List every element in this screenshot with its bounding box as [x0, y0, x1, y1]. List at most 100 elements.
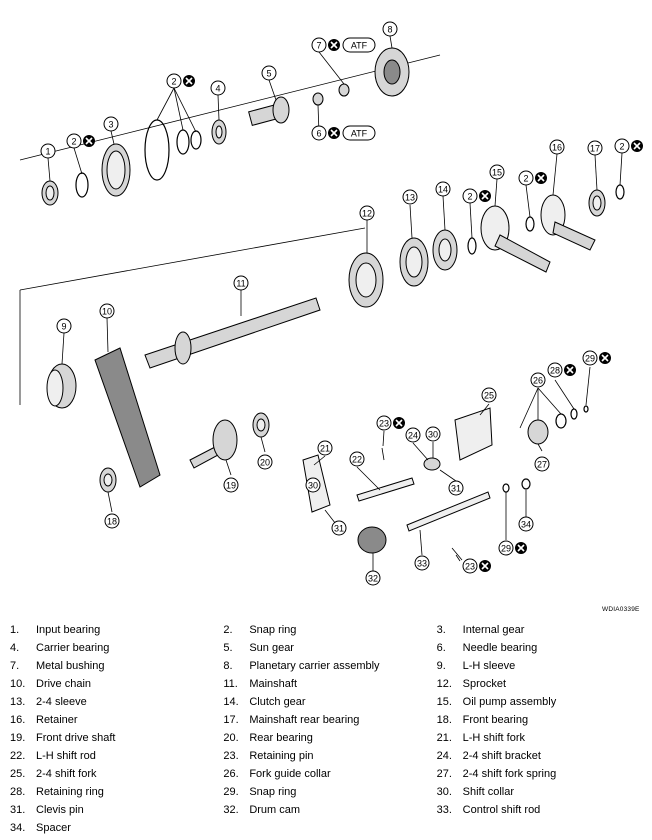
x-mark-icon — [481, 562, 489, 570]
legend-part-name: Snap ring — [249, 786, 297, 798]
legend-number: 4. — [10, 642, 20, 654]
control-shift-rod-part — [406, 491, 491, 532]
callout-circle — [462, 558, 478, 574]
sprocket-part — [348, 252, 384, 308]
callout-number: 23 — [465, 562, 475, 572]
callout-19: 19 — [223, 477, 239, 493]
legend-item: 17.Mainshaft rear bearing — [223, 714, 436, 726]
callout-circle — [518, 170, 534, 186]
callout-number: 1 — [45, 147, 50, 157]
callout-24: 24 — [405, 427, 421, 443]
legend-number: 7. — [10, 660, 20, 672]
legend-item: 12.Sprocket — [437, 678, 650, 690]
2-4-sleeve-part — [399, 237, 429, 287]
legend-number: 10. — [10, 678, 26, 690]
drum-cam-part — [357, 526, 387, 554]
l-h-shift-rod-part — [356, 477, 415, 502]
legend-number: 30. — [436, 786, 452, 798]
callout-number: 18 — [107, 517, 117, 527]
callout-number: 2 — [71, 137, 76, 147]
callout-circle — [534, 456, 550, 472]
callout-circle — [359, 205, 375, 221]
legend-item: 21.L-H shift fork — [437, 732, 650, 744]
callout-27: 27 — [534, 456, 550, 472]
legend-number: 24. — [436, 750, 452, 762]
callout-circle — [382, 21, 398, 37]
callout-14: 14 — [435, 181, 451, 197]
internal-gear-part — [101, 143, 131, 197]
callout-number: 11 — [236, 279, 245, 289]
callout-number: 3 — [108, 120, 113, 130]
callout-number: 21 — [320, 444, 330, 454]
callout-circle — [66, 133, 82, 149]
callout-23: 23 — [462, 558, 491, 574]
legend-part-name: Spacer — [36, 822, 71, 834]
legend-number: 21. — [436, 732, 452, 744]
legend-number: 20. — [223, 732, 239, 744]
callout-circle — [311, 37, 327, 53]
legend-number: 32. — [223, 804, 239, 816]
legend-part-name: 2-4 shift fork spring — [462, 768, 557, 780]
legend-item: 26.Fork guide collar — [223, 768, 436, 780]
legend-part-name: Sprocket — [462, 678, 507, 690]
legend-row: 34.Spacer — [10, 819, 650, 837]
legend-part-name: Clutch gear — [249, 696, 306, 708]
callout-31: 31 — [448, 480, 464, 496]
callout-number: 31 — [334, 524, 344, 534]
callout-circle — [223, 477, 239, 493]
callout-number: 17 — [590, 144, 600, 154]
atf-label: ATF — [351, 129, 368, 139]
leader-lines — [47, 35, 623, 571]
callout-number: 28 — [550, 366, 560, 376]
callout-number: 12 — [362, 209, 372, 219]
retaining-pin-part — [381, 447, 463, 561]
callout-13: 13 — [402, 189, 418, 205]
callout-number: 13 — [405, 193, 415, 203]
callout-number: 30 — [308, 481, 318, 491]
callout-2: 2 — [166, 73, 195, 89]
callout-2: 2 — [462, 188, 491, 204]
callout-16: 16 — [549, 139, 565, 155]
legend-item: 31.Clevis pin — [10, 804, 223, 816]
callout-circle — [518, 516, 534, 532]
atf-badge — [342, 125, 376, 141]
callout-number: 32 — [368, 574, 378, 584]
legend-part-name: Snap ring — [249, 624, 297, 636]
legend-part-name: Planetary carrier assembly — [249, 660, 380, 672]
x-mark-icon — [517, 544, 525, 552]
callout-9: 9 — [56, 318, 72, 334]
callout-circle — [365, 570, 381, 586]
callout-circle — [99, 303, 115, 319]
callout-number: 20 — [260, 458, 270, 468]
legend-item: 13.2-4 sleeve — [10, 696, 223, 708]
metal-bushing-part — [338, 83, 350, 97]
callout-circle — [166, 73, 182, 89]
callout-number: 10 — [102, 307, 112, 317]
legend-number: 1. — [10, 624, 20, 636]
x-mark-icon — [481, 192, 489, 200]
legend-number: 27. — [436, 768, 452, 780]
legend-item: 27. 2-4 shift fork spring — [437, 768, 650, 780]
callout-1: 1 — [40, 143, 56, 159]
carrier-bearing-part — [211, 119, 227, 145]
legend-part-name: Front drive shaft — [36, 732, 116, 744]
x-mark-icon — [395, 419, 403, 427]
legend-item: 15.Oil pump assembly — [437, 696, 650, 708]
legend-item: 6.Needle bearing — [437, 642, 650, 654]
callout-32: 32 — [365, 570, 381, 586]
shift-bracket-part — [423, 457, 441, 471]
legend-part-name: Input bearing — [36, 624, 101, 636]
callout-23: 23 — [376, 415, 405, 431]
callout-circle — [305, 477, 321, 493]
legend-number: 33. — [436, 804, 452, 816]
figure-code: WDIA0339E — [602, 606, 640, 613]
legend-part-name: Fork guide collar — [249, 768, 331, 780]
legend-part-name: Retaining ring — [36, 786, 104, 798]
callout-circle — [257, 454, 273, 470]
callout-circle — [311, 125, 327, 141]
callout-number: 9 — [61, 322, 66, 332]
